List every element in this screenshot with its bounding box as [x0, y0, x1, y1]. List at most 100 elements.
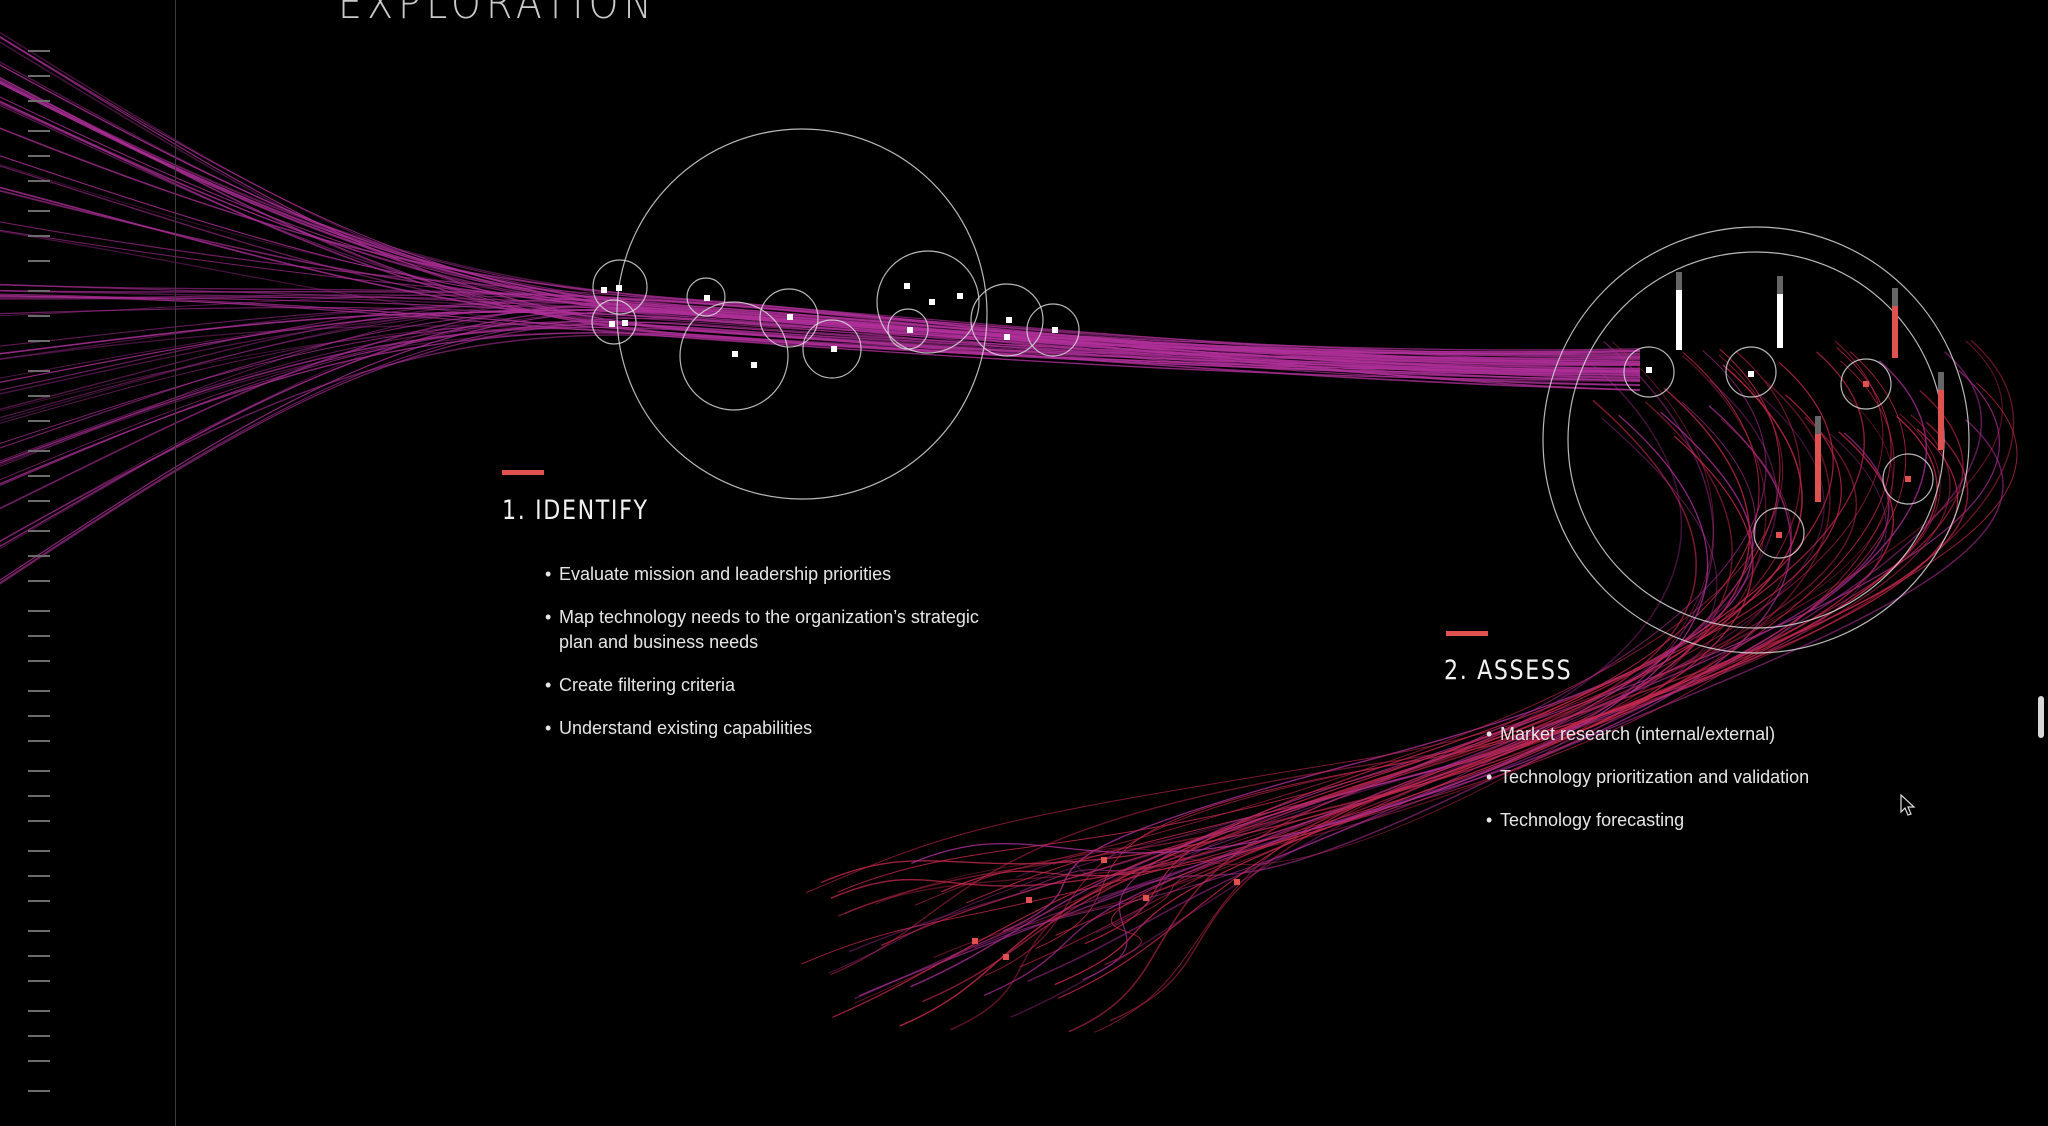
- node-circle: [1026, 303, 1080, 357]
- ruler-tick: [28, 475, 50, 477]
- timeline-ruler[interactable]: [28, 0, 50, 1126]
- stream-line: [974, 401, 1757, 949]
- node-marker: [1143, 895, 1149, 901]
- node-marker: [1905, 476, 1911, 482]
- node-circle: [686, 277, 726, 317]
- stream-line: [0, 41, 1641, 373]
- indicator-bar-cap: [1815, 416, 1821, 436]
- ruler-tick: [28, 210, 50, 212]
- ruler-tick: [28, 955, 50, 957]
- ruler-tick: [28, 530, 50, 532]
- stream-line: [0, 61, 1641, 380]
- stream-line: [922, 421, 1969, 1003]
- ruler-tick: [28, 770, 50, 772]
- stream-line: [1068, 399, 1697, 1033]
- list-item: Technology forecasting: [1486, 808, 1946, 833]
- list-item: Map technology needs to the organization…: [545, 605, 1005, 655]
- ruler-tick: [28, 930, 50, 932]
- stream-line: [1002, 411, 1754, 932]
- indicator-bar: [1815, 434, 1821, 502]
- stream-line: [0, 328, 1641, 412]
- indicator-bar-cap: [1777, 276, 1783, 296]
- list-item: Technology prioritization and validation: [1486, 765, 1946, 790]
- stream-line: [0, 323, 1641, 481]
- stream-line: [985, 351, 1801, 977]
- mouse-pointer-icon: [1900, 794, 1916, 816]
- node-marker: [732, 351, 738, 357]
- stream-line: [0, 294, 1641, 367]
- ruler-tick: [28, 555, 50, 557]
- stream-line: [0, 295, 1641, 386]
- stream-line: [854, 341, 1715, 1000]
- node-circle: [876, 250, 980, 354]
- stream-line: [801, 347, 1892, 965]
- stream-line: [0, 302, 1641, 377]
- stream-line: [0, 81, 1641, 365]
- step-accent-bar: [502, 470, 544, 475]
- stream-line: [983, 405, 1792, 996]
- node-markers: [601, 272, 1944, 960]
- list-item: Evaluate mission and leadership prioriti…: [545, 562, 1005, 587]
- ruler-tick: [28, 450, 50, 452]
- identify-bullet-list: Evaluate mission and leadership prioriti…: [545, 562, 1005, 759]
- stream-line: [1095, 417, 1718, 934]
- stream-line: [848, 361, 1683, 953]
- list-item: Create filtering criteria: [545, 673, 1005, 698]
- stream-line: [1082, 369, 2000, 981]
- stream-line: [950, 380, 1831, 1031]
- stream-line: [1054, 415, 1938, 986]
- indicator-bar-cap: [1892, 288, 1898, 308]
- ruler-tick: [28, 635, 50, 637]
- step-accent-bar: [1446, 631, 1488, 636]
- ruler-tick: [28, 1060, 50, 1062]
- scrollbar-thumb[interactable]: [2038, 696, 2044, 738]
- node-marker: [904, 283, 910, 289]
- ruler-tick: [28, 820, 50, 822]
- node-marker: [787, 314, 793, 320]
- stream-line: [1016, 393, 1825, 878]
- node-marker: [751, 362, 757, 368]
- stream-line: [874, 394, 1894, 905]
- node-marker: [1776, 532, 1782, 538]
- node-marker: [1234, 879, 1240, 885]
- step-title-assess: 2. ASSESS: [1444, 655, 1573, 686]
- indicator-bar-cap: [1676, 272, 1682, 292]
- stream-line: [0, 83, 1641, 353]
- stream-line: [805, 340, 1884, 894]
- ruler-tick: [28, 100, 50, 102]
- ruler-tick: [28, 1090, 50, 1092]
- node-circle: [1753, 507, 1805, 559]
- stream-line: [0, 332, 1641, 466]
- ruler-tick: [28, 235, 50, 237]
- indicator-bar: [1892, 306, 1898, 358]
- ruler-tick: [28, 260, 50, 262]
- node-circle: [1840, 358, 1892, 410]
- node-marker: [1646, 367, 1652, 373]
- indicator-bar: [1938, 390, 1944, 450]
- ruler-tick: [28, 500, 50, 502]
- stream-line: [0, 295, 1641, 359]
- node-marker: [1101, 857, 1107, 863]
- node-circle: [679, 301, 789, 411]
- stream-line: [1055, 389, 1964, 936]
- assess-bullet-list: Market research (internal/external) Tech…: [1486, 722, 1946, 851]
- stream-line: [0, 334, 1641, 542]
- node-circle: [970, 283, 1044, 357]
- node-marker: [1052, 327, 1058, 333]
- node-circle: [1623, 346, 1675, 398]
- node-marker: [616, 285, 622, 291]
- node-marker: [1026, 897, 1032, 903]
- node-marker: [1004, 334, 1010, 340]
- ruler-tick: [28, 900, 50, 902]
- stream-line: [844, 355, 1767, 915]
- ruler-tick: [28, 130, 50, 132]
- page-title: EXPLORATION: [338, 0, 658, 29]
- node-circle: [1542, 226, 1970, 654]
- stream-line: [858, 432, 1890, 997]
- stream-line: [0, 102, 1641, 386]
- node-marker: [609, 321, 615, 327]
- stream-line: [0, 308, 1641, 449]
- stream-line: [0, 31, 1641, 362]
- stream-line: [933, 340, 2003, 959]
- ruler-tick: [28, 75, 50, 77]
